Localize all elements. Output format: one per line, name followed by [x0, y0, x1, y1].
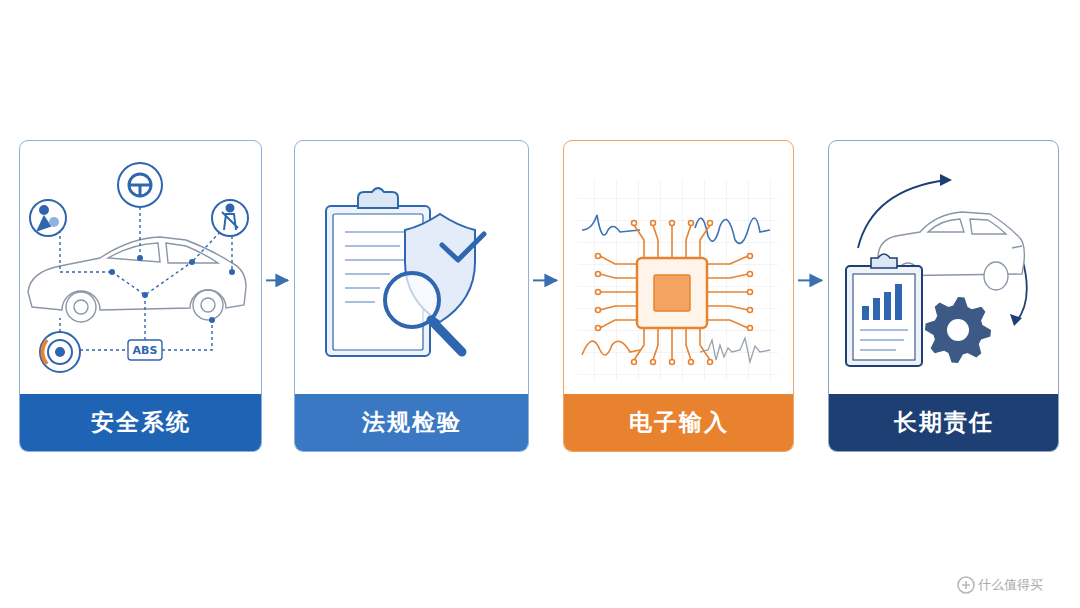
flow-arrow: [266, 279, 288, 281]
trace-pad: [670, 360, 675, 365]
trace-pad: [748, 326, 753, 331]
trace: [707, 320, 748, 328]
trace-pad: [632, 360, 637, 365]
panel-title: 法规检验: [362, 407, 462, 438]
trace: [707, 274, 748, 278]
trace-pad: [596, 326, 601, 331]
trace-pad: [632, 221, 637, 226]
trace-pad: [651, 221, 656, 226]
watermark: 什么值得买: [978, 576, 1043, 594]
trace: [686, 225, 691, 258]
trace-pad: [596, 272, 601, 277]
trace: [707, 291, 748, 293]
trace: [671, 225, 673, 258]
trace-pad: [596, 308, 601, 313]
trace: [634, 328, 644, 360]
abs-label: ABS: [133, 344, 158, 357]
car-safety-illustration: [28, 163, 248, 372]
trace-pad: [748, 272, 753, 277]
trace: [634, 225, 644, 258]
trace-pad: [708, 221, 713, 226]
trace: [600, 291, 637, 293]
trace-pad: [596, 254, 601, 259]
trace: [600, 306, 637, 310]
trace-pad: [748, 308, 753, 313]
panel-band: 电子输入: [564, 394, 793, 451]
flow-arrow: [798, 279, 822, 281]
trace: [700, 328, 710, 360]
trace: [600, 256, 637, 264]
trace-pad: [670, 221, 675, 226]
responsibility-illustration: [846, 174, 1027, 366]
trace-pad: [689, 360, 694, 365]
trace: [653, 225, 658, 258]
trace-pad: [651, 360, 656, 365]
electronics-illustration: [578, 180, 778, 380]
trace: [671, 328, 673, 360]
stage-panel: 安全系统: [19, 140, 262, 452]
trace: [707, 256, 748, 264]
trace: [686, 328, 691, 360]
trace-pad: [748, 254, 753, 259]
stage-panel: 电子输入: [563, 140, 794, 452]
panel-title: 安全系统: [91, 407, 191, 438]
trace-pad: [748, 290, 753, 295]
stage-panel: 长期责任: [828, 140, 1059, 452]
trace: [600, 274, 637, 278]
trace: [653, 328, 658, 360]
panel-band: 安全系统: [20, 394, 261, 451]
trace-pad: [708, 360, 713, 365]
panel-band: 法规检验: [295, 394, 528, 451]
trace-pad: [689, 221, 694, 226]
panel-title: 电子输入: [629, 407, 729, 438]
panel-band: 长期责任: [829, 394, 1058, 451]
watermark-icon: [958, 577, 974, 593]
inspection-illustration: [326, 188, 484, 356]
flow-arrow: [533, 279, 557, 281]
trace: [700, 225, 710, 258]
panel-title: 长期责任: [894, 407, 994, 438]
stage-panel: 法规检验: [294, 140, 529, 452]
trace-pad: [596, 290, 601, 295]
trace: [707, 306, 748, 310]
trace: [600, 320, 637, 328]
